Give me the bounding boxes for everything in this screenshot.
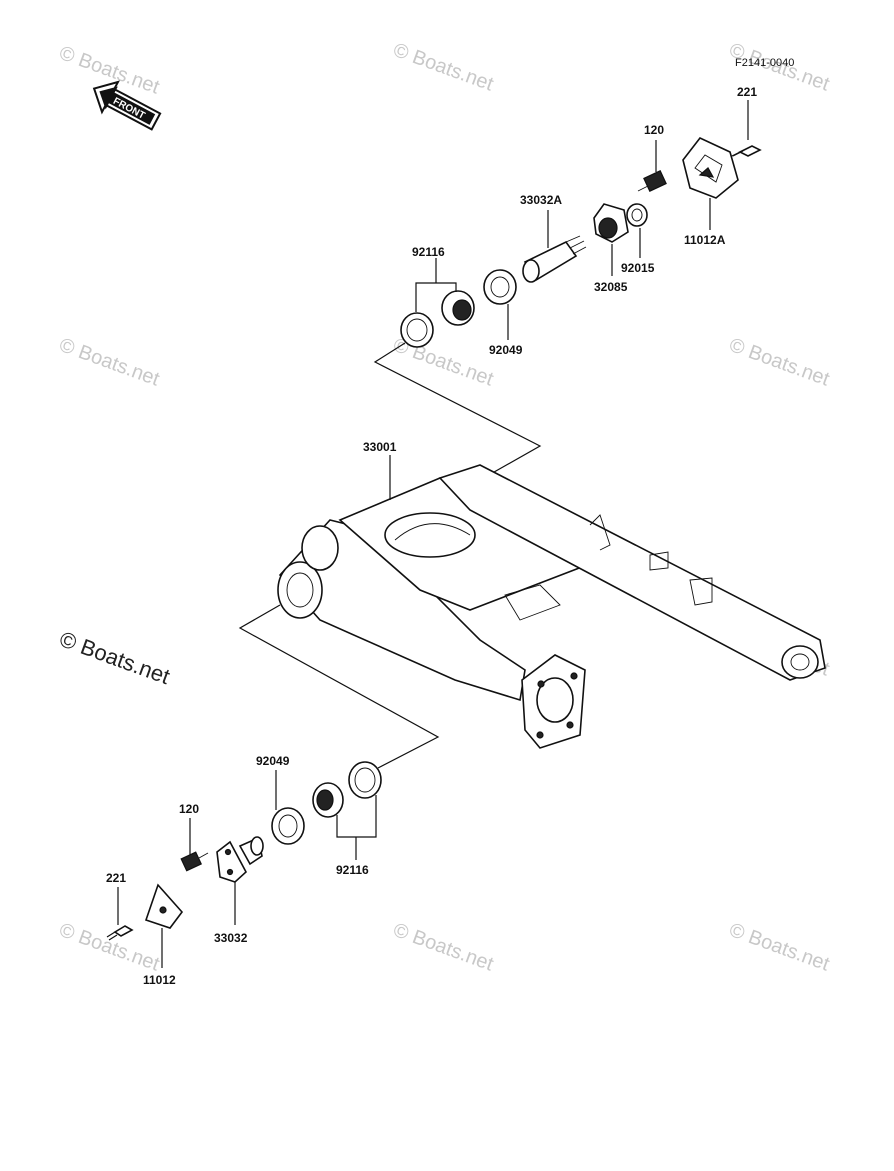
label-32085: 32085 [594, 280, 628, 294]
figure-code: F2141-0040 [735, 57, 794, 69]
watermark: © Boats.net [390, 39, 496, 96]
bolt-221-top [729, 100, 762, 158]
seal-92049-top [483, 269, 517, 340]
shaft-33032 [216, 836, 264, 925]
cover-11012 [144, 883, 184, 968]
label-120-bottom: 120 [179, 802, 199, 816]
watermark: © Boats.net [56, 334, 162, 391]
label-92049-bottom: 92049 [256, 754, 290, 768]
seal-92015 [626, 203, 648, 258]
label-92015: 92015 [621, 261, 655, 275]
label-92116-bottom: 92116 [336, 863, 369, 877]
label-221-bottom: 221 [106, 871, 126, 885]
label-92116-top: 92116 [412, 245, 445, 259]
watermark: © Boats.net [390, 919, 496, 976]
bracket-32085 [593, 203, 629, 276]
bearing-92116-bottom [312, 761, 382, 860]
label-92049-top: 92049 [489, 343, 523, 357]
label-11012: 11012 [143, 973, 176, 987]
swing-arm-33001 [277, 455, 826, 749]
bolt-120-bottom [180, 818, 209, 872]
label-33001: 33001 [363, 440, 397, 454]
watermark: © Boats.net [726, 334, 832, 391]
watermark-large: © Boats.net [56, 626, 173, 689]
shaft-33032A [522, 210, 587, 283]
watermark: © Boats.net [56, 919, 162, 976]
bolt-221-bottom [106, 887, 134, 941]
label-33032A: 33032A [520, 193, 562, 207]
leader-line-bottom [238, 604, 440, 769]
bolt-120-top [637, 140, 667, 192]
leader-line-top [373, 342, 542, 481]
cover-11012A [682, 137, 739, 230]
bearing-92116-top [400, 258, 475, 348]
watermark: © Boats.net [726, 919, 832, 976]
label-120-top: 120 [644, 123, 664, 137]
seal-92049-bottom [271, 770, 305, 845]
label-11012A: 11012A [684, 233, 726, 247]
label-33032: 33032 [214, 931, 248, 945]
label-221-top: 221 [737, 85, 757, 99]
